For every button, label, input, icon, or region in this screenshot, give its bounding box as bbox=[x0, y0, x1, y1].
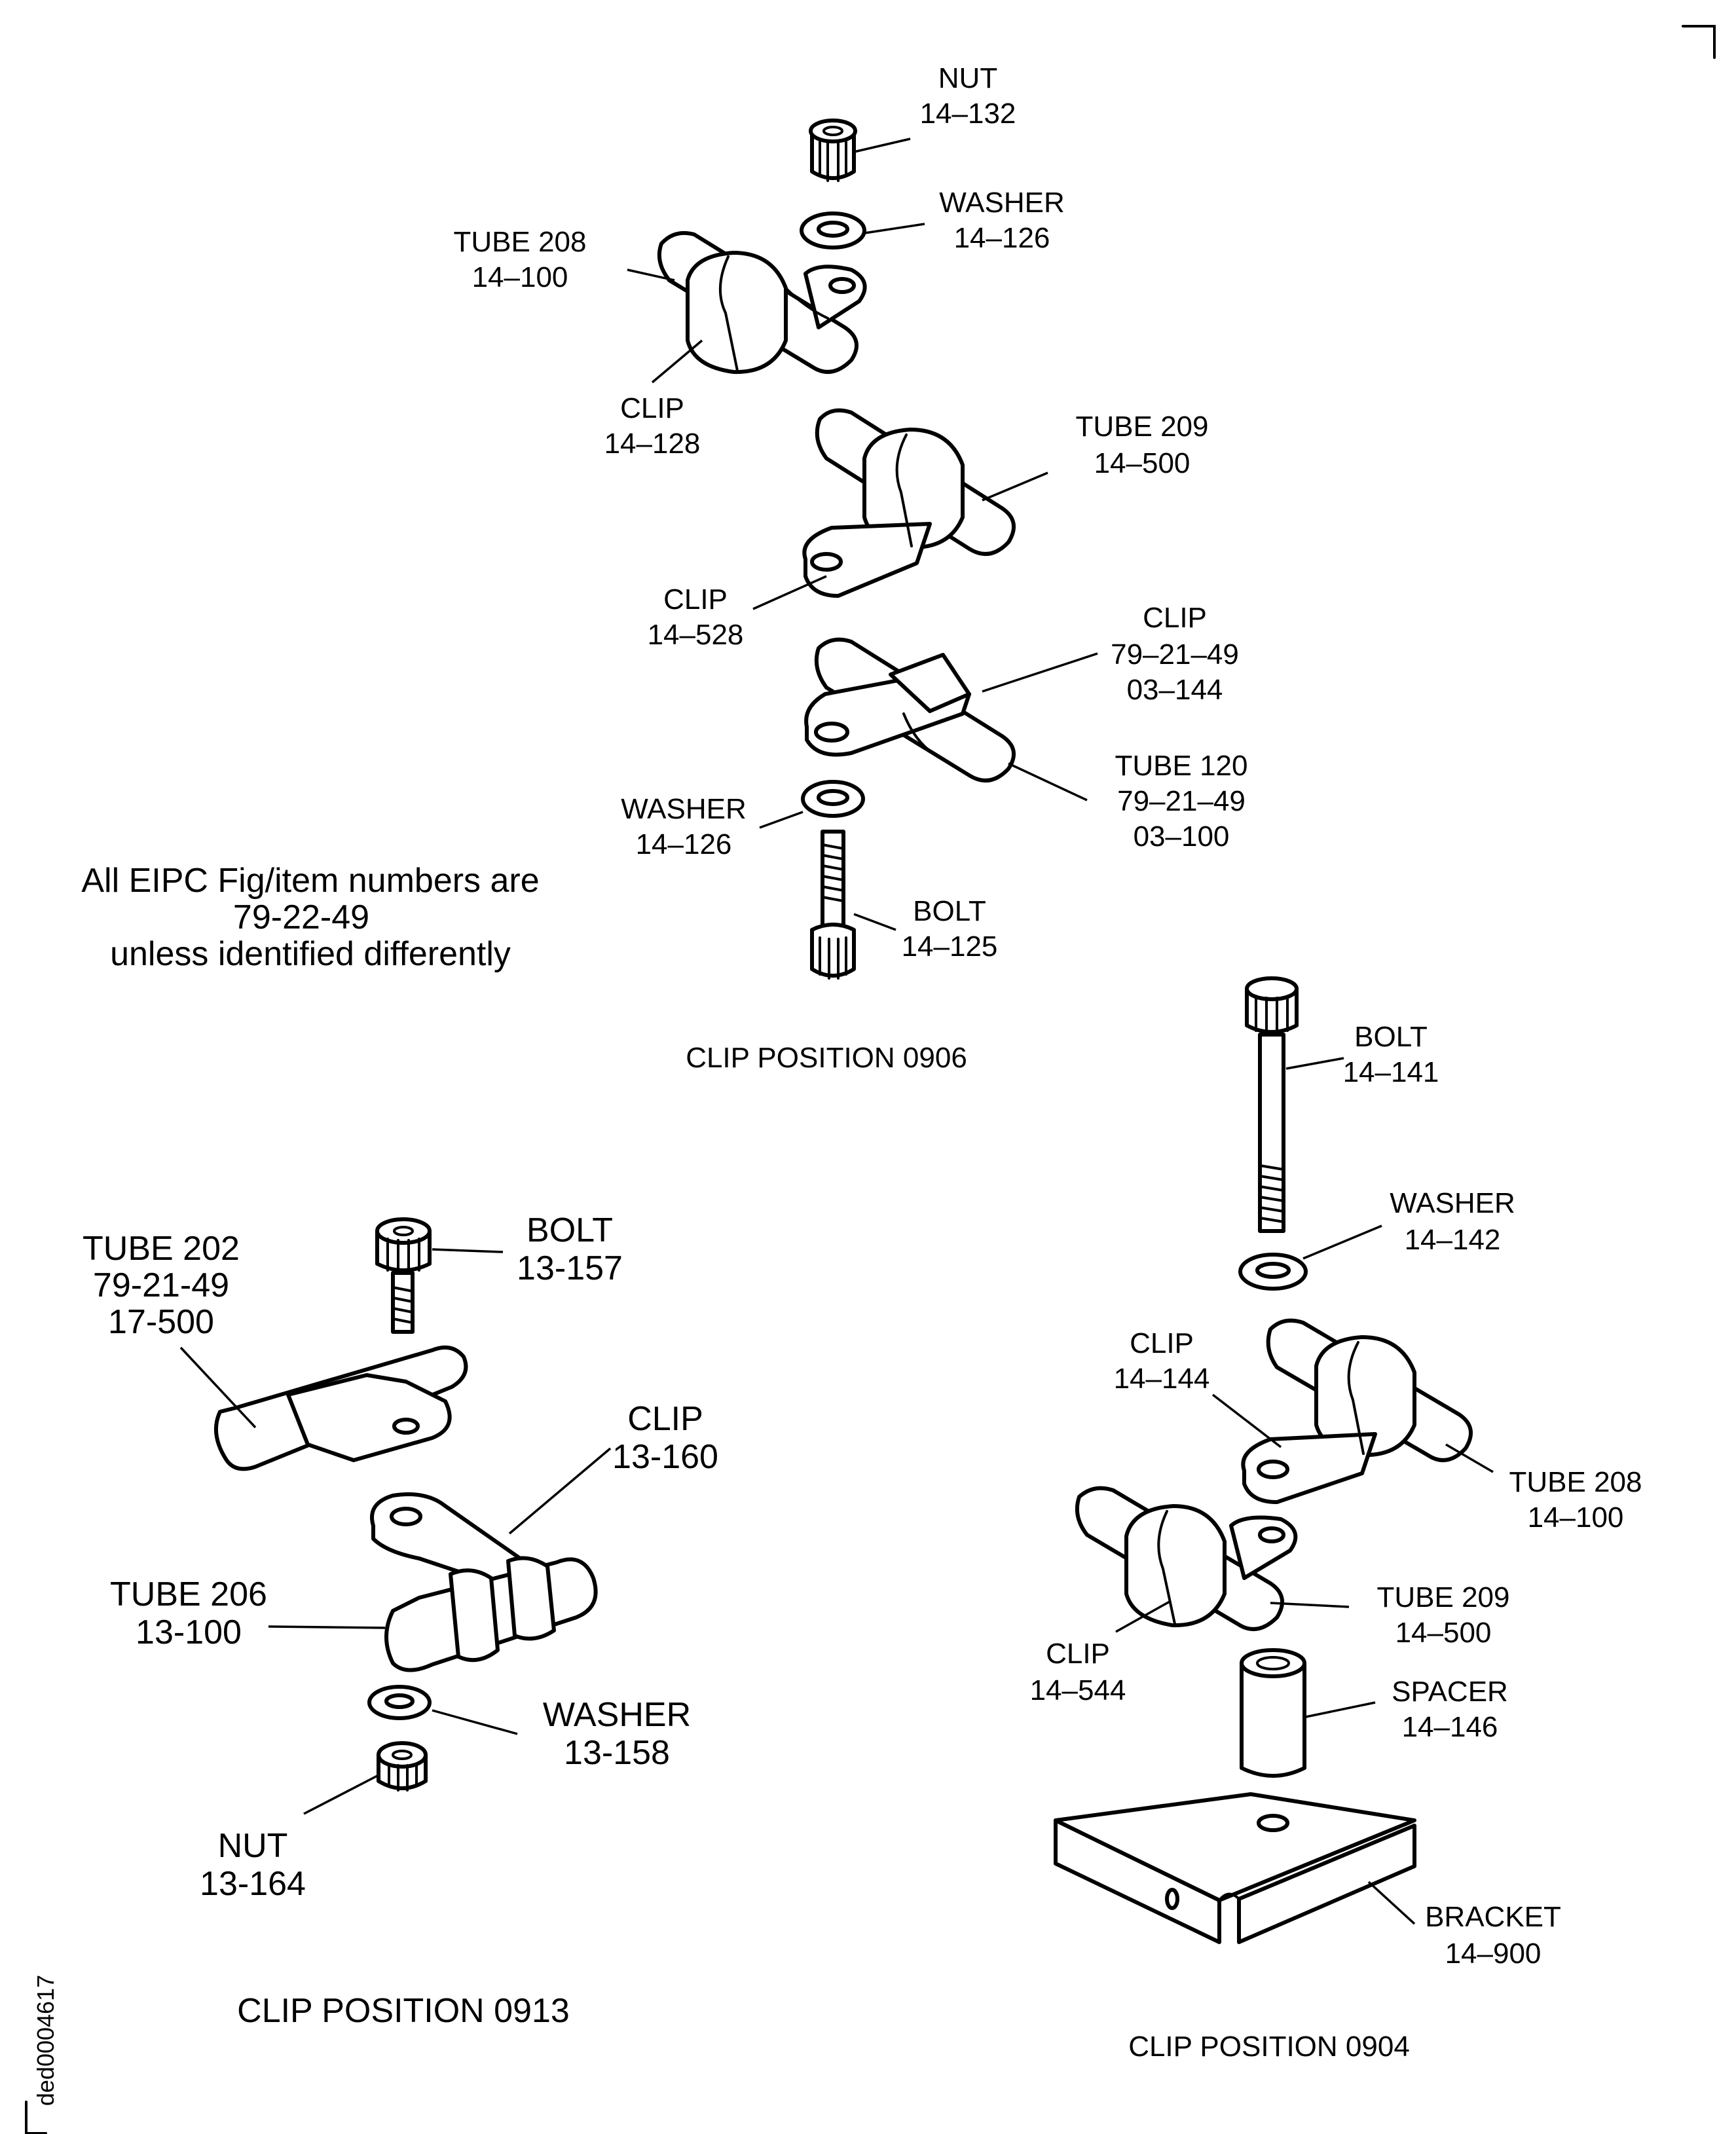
label-washer-top-item: 14–126 bbox=[954, 222, 1050, 254]
nut-0913-drawing bbox=[377, 1741, 428, 1792]
label-bolt-item: 14–125 bbox=[902, 930, 998, 963]
washer-0904-drawing bbox=[1238, 1253, 1308, 1291]
label-spacer-item: 14–146 bbox=[1402, 1711, 1498, 1743]
nut-0906-drawing bbox=[809, 119, 857, 182]
clip-528-tube-209-drawing bbox=[802, 408, 1016, 598]
label-bracket-name: BRACKET bbox=[1425, 1901, 1561, 1933]
label-washer-bot-item: 14–126 bbox=[636, 828, 732, 860]
label-tube120-item: 03–100 bbox=[1134, 820, 1230, 853]
label-clip128-name: CLIP bbox=[620, 392, 684, 424]
label-bolt-0904-name: BOLT bbox=[1354, 1021, 1428, 1053]
bolt-0913-drawing bbox=[375, 1217, 432, 1334]
label-bolt-0913-name: BOLT bbox=[526, 1211, 613, 1249]
label-tube209-0904-item: 14–500 bbox=[1395, 1617, 1492, 1649]
label-bolt-0913-item: 13-157 bbox=[517, 1249, 623, 1287]
label-bolt-name: BOLT bbox=[913, 895, 986, 927]
label-tube202-item: 17-500 bbox=[108, 1303, 214, 1341]
drawing-id: ded0004617 bbox=[32, 1975, 59, 2106]
view-0906: NUT 14–132 WASHER 14–126 TUBE 208 14–100… bbox=[454, 62, 1248, 1074]
tube-202-drawing bbox=[213, 1345, 468, 1471]
label-nut-0913-name: NUT bbox=[218, 1827, 288, 1865]
view-0913: BOLT 13-157 TUBE 202 79-21-49 17-500 CLI… bbox=[83, 1211, 718, 2030]
label-clip528-item: 14–528 bbox=[648, 619, 744, 651]
clip-03-144-tube-120-drawing bbox=[804, 637, 1016, 782]
label-nut-0913-item: 13-164 bbox=[200, 1865, 306, 1903]
bolt-0904-drawing bbox=[1245, 976, 1299, 1233]
clip-128-tube-208-drawing bbox=[657, 230, 867, 375]
clip-14-544-tube-209-drawing bbox=[1075, 1486, 1298, 1631]
caption-0904: CLIP POSITION 0904 bbox=[1128, 2031, 1410, 2063]
label-bolt-0904-item: 14–141 bbox=[1343, 1056, 1439, 1088]
label-tube120-name: TUBE 120 bbox=[1115, 750, 1248, 782]
label-tube209-name: TUBE 209 bbox=[1076, 411, 1209, 443]
label-washer-bot-name: WASHER bbox=[621, 793, 747, 825]
label-washer-0913-name: WASHER bbox=[543, 1696, 691, 1734]
label-tube202-fig: 79-21-49 bbox=[93, 1266, 229, 1304]
label-tube209-item: 14–500 bbox=[1094, 447, 1191, 479]
label-clip144-fig: 79–21–49 bbox=[1111, 638, 1239, 671]
bracket-0904-drawing bbox=[1054, 1792, 1416, 1944]
label-clip528-name: CLIP bbox=[663, 583, 728, 616]
label-tube202-name: TUBE 202 bbox=[83, 1230, 240, 1268]
spacer-0904-drawing bbox=[1240, 1648, 1306, 1778]
label-tube208-item: 14–100 bbox=[472, 261, 568, 293]
label-clip128-item: 14–128 bbox=[604, 428, 701, 460]
label-washer-0904-item: 14–142 bbox=[1405, 1224, 1501, 1256]
label-bracket-item: 14–900 bbox=[1445, 1938, 1542, 1970]
label-nut-name: NUT bbox=[938, 62, 997, 94]
label-nut-item: 14–132 bbox=[920, 98, 1016, 130]
label-clip-14-144-item: 14–144 bbox=[1114, 1363, 1210, 1395]
washer-top-0906-drawing bbox=[800, 212, 866, 249]
label-clip-13-160-item: 13-160 bbox=[612, 1438, 718, 1476]
caption-0913: CLIP POSITION 0913 bbox=[237, 1992, 570, 2030]
label-clip144-item: 03–144 bbox=[1127, 674, 1223, 706]
label-washer-0913-item: 13-158 bbox=[564, 1734, 670, 1772]
note-line-3: unless identified differently bbox=[110, 935, 511, 973]
view-0904: BOLT 14–141 WASHER 14–142 CLIP 14–144 TU… bbox=[1030, 976, 1642, 2063]
corner-mark bbox=[1682, 25, 1716, 59]
label-tube206-item: 13-100 bbox=[136, 1613, 242, 1651]
label-clip-14-144-name: CLIP bbox=[1130, 1327, 1194, 1359]
general-note: All EIPC Fig/item numbers are 79-22-49 u… bbox=[81, 862, 539, 973]
label-tube206-name: TUBE 206 bbox=[110, 1575, 267, 1613]
clip-14-144-tube-208-drawing bbox=[1241, 1318, 1473, 1504]
id-bracket-mark bbox=[25, 2101, 47, 2134]
bolt-0906-drawing bbox=[810, 830, 856, 980]
label-washer-top-name: WASHER bbox=[939, 187, 1065, 219]
note-line-2: 79-22-49 bbox=[233, 898, 369, 936]
washer-0913-drawing bbox=[367, 1685, 432, 1720]
caption-0906: CLIP POSITION 0906 bbox=[686, 1042, 967, 1074]
clip-13-160-tube-206-drawing bbox=[370, 1492, 598, 1672]
label-clip-14-544-item: 14–544 bbox=[1030, 1674, 1126, 1706]
label-spacer-name: SPACER bbox=[1392, 1676, 1508, 1708]
label-tube208-name: TUBE 208 bbox=[454, 226, 587, 258]
label-clip144-name: CLIP bbox=[1143, 602, 1207, 634]
label-clip-14-544-name: CLIP bbox=[1046, 1638, 1110, 1670]
label-tube208-0904-name: TUBE 208 bbox=[1509, 1466, 1642, 1498]
label-tube208-0904-item: 14–100 bbox=[1528, 1501, 1624, 1534]
washer-bot-0906-drawing bbox=[801, 780, 865, 818]
label-tube209-0904-name: TUBE 209 bbox=[1377, 1581, 1510, 1613]
label-tube120-fig: 79–21–49 bbox=[1117, 785, 1246, 817]
label-washer-0904-name: WASHER bbox=[1390, 1187, 1515, 1219]
label-clip-13-160-name: CLIP bbox=[627, 1400, 703, 1438]
note-line-1: All EIPC Fig/item numbers are bbox=[81, 862, 539, 900]
